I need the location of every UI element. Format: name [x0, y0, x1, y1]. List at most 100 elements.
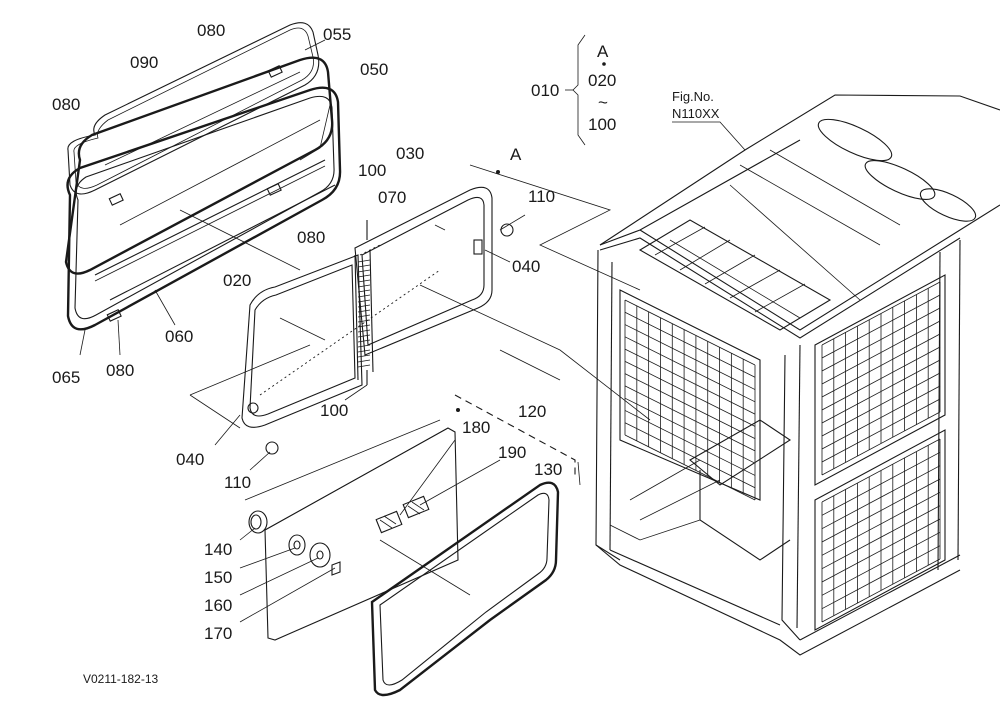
- mesh-line: [624, 373, 756, 439]
- figure-number: Fig.No. N110XX: [672, 89, 720, 121]
- part-labels: 080 055 090 050 080 080 020 060 065 080 …: [52, 21, 562, 643]
- cab-frame: [595, 94, 1000, 656]
- label-170: 170: [204, 624, 232, 643]
- label-055: 055: [323, 25, 351, 44]
- label-190: 190: [498, 443, 526, 462]
- cab-left-screen-mesh: [624, 299, 756, 501]
- fitting-040-right: [473, 239, 483, 255]
- label-050: 050: [360, 60, 388, 79]
- label-065: 065: [52, 368, 80, 387]
- label-100-top: 100: [358, 161, 386, 180]
- callout-A: A: [510, 145, 522, 164]
- mesh-line: [624, 361, 756, 427]
- mesh-line: [821, 505, 941, 570]
- cab-right-lower-screen-mesh: [821, 438, 941, 623]
- mesh-line: [821, 294, 941, 359]
- range-ref-A: A: [597, 42, 609, 61]
- clip-080-top: [267, 65, 283, 78]
- label-100-bottom: 100: [320, 401, 348, 420]
- mesh-line: [624, 348, 756, 415]
- label-020: 020: [223, 271, 251, 290]
- label-140: 140: [204, 540, 232, 559]
- label-080-left: 080: [52, 95, 80, 114]
- clip-080-right: [266, 183, 282, 196]
- clip-080-bottom: [106, 309, 122, 322]
- drawing-code: V0211-182-13: [83, 672, 158, 686]
- bolt-170: [331, 561, 341, 576]
- label-060: 060: [165, 327, 193, 346]
- mesh-line: [821, 558, 941, 623]
- label-160: 160: [204, 596, 232, 615]
- rail-tick: [357, 354, 371, 358]
- bolt-110-bottom: [265, 441, 279, 455]
- label-080-bottom: 080: [106, 361, 134, 380]
- range-bracket: [572, 34, 586, 146]
- label-040-right: 040: [512, 257, 540, 276]
- mesh-line: [821, 438, 941, 503]
- mesh-line: [821, 281, 941, 346]
- mesh-line: [624, 324, 756, 390]
- label-090: 090: [130, 53, 158, 72]
- rail-070-ticks: [357, 259, 371, 368]
- mesh-line: [821, 465, 941, 530]
- group-120-outline: [454, 394, 576, 475]
- mesh-line: [821, 531, 941, 596]
- range-tilde: ~: [598, 93, 608, 112]
- rail-tick: [357, 314, 371, 318]
- label-070: 070: [378, 188, 406, 207]
- rail-tick: [357, 329, 371, 333]
- rail-tick: [357, 264, 371, 268]
- label-080-right: 080: [297, 228, 325, 247]
- mesh-line: [821, 307, 941, 372]
- figure-code: N110XX: [672, 106, 720, 121]
- rail-070: [354, 254, 359, 381]
- mesh-line: [624, 299, 756, 366]
- figure-label: Fig.No.: [672, 89, 714, 104]
- rail-tick: [357, 269, 371, 273]
- rail-tick: [357, 364, 371, 368]
- rail-tick: [357, 289, 371, 293]
- mesh-line: [624, 410, 756, 476]
- bolt-110-top: [500, 223, 514, 237]
- rail-tick: [357, 309, 371, 313]
- rail-tick: [357, 274, 371, 278]
- cab-right-lower-screen: [814, 429, 946, 631]
- cab-right-upper-screen: [814, 274, 946, 486]
- vent-180-left: [375, 510, 403, 534]
- washer-150: [288, 534, 306, 556]
- rail-tick: [357, 359, 371, 363]
- rail-tick: [357, 334, 371, 338]
- range-labels: A 020 ~ 100: [588, 42, 616, 134]
- cab-right-upper-screen-mesh: [821, 281, 941, 476]
- label-120: 120: [518, 402, 546, 421]
- window-030: [354, 186, 493, 356]
- gasket-055: [64, 56, 334, 275]
- gasket-130: [370, 481, 560, 697]
- clip-080-left: [108, 193, 124, 206]
- rail-tick: [357, 304, 371, 308]
- range-to: 100: [588, 115, 616, 134]
- mesh-line: [821, 411, 941, 476]
- label-110-top: 110: [528, 187, 555, 206]
- label-110-bottom: 110: [224, 473, 251, 492]
- rail-tick: [357, 299, 371, 303]
- mesh-line: [821, 333, 941, 398]
- mesh-line: [624, 397, 756, 464]
- rail-tick: [357, 279, 371, 283]
- weatherstrip-090: [67, 22, 320, 195]
- label-130: 130: [534, 460, 562, 479]
- mesh-line: [821, 451, 941, 516]
- mesh-line: [624, 336, 756, 403]
- vent-180-right: [402, 495, 430, 519]
- mesh-line: [821, 385, 941, 450]
- label-010: 010: [531, 81, 559, 100]
- disc-160: [309, 542, 331, 568]
- rail-tick: [357, 294, 371, 298]
- glass-seal-050: [66, 86, 342, 331]
- mesh-line: [821, 545, 941, 610]
- mesh-line: [821, 478, 941, 543]
- mesh-line: [821, 491, 941, 556]
- mesh-line: [821, 372, 941, 437]
- label-040-left: 040: [176, 450, 204, 469]
